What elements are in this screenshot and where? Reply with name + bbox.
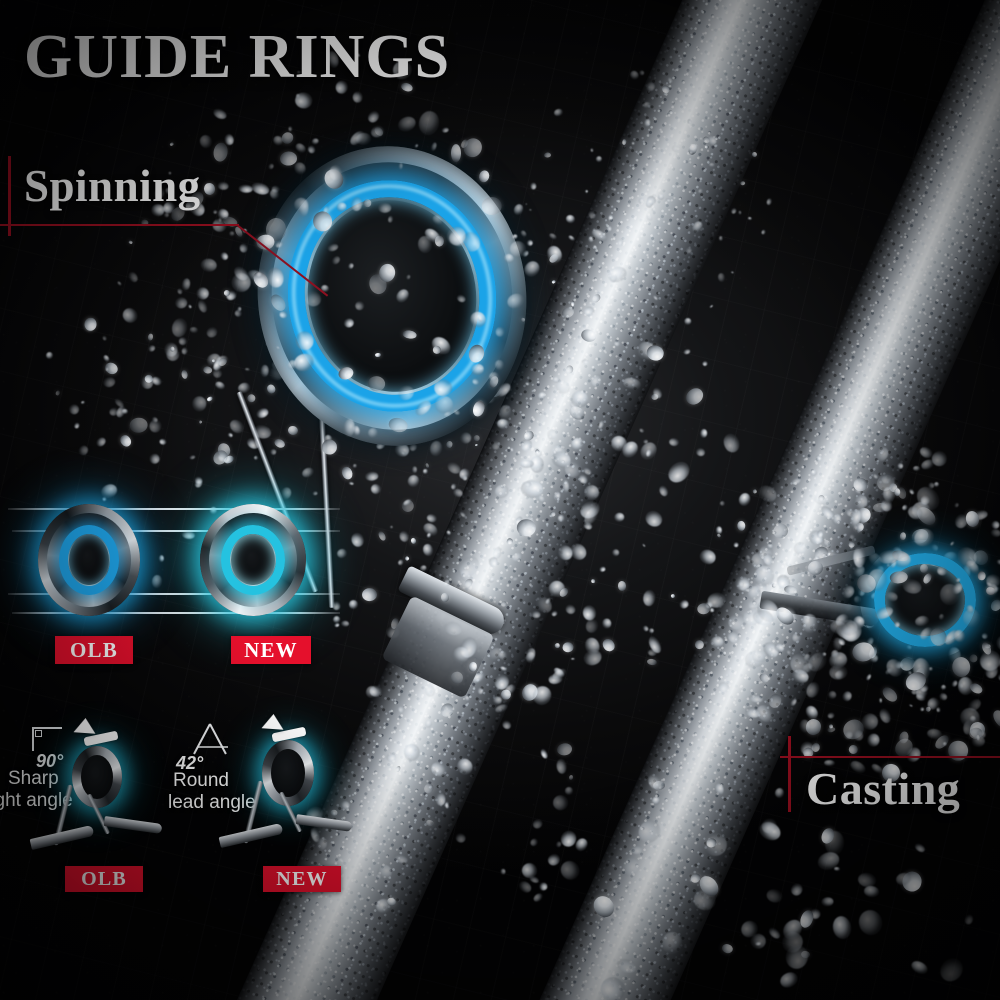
callout-casting: Casting (780, 736, 1000, 826)
acute-angle-icon-side-a (193, 723, 211, 755)
mini-guide-foot (103, 816, 163, 834)
ring-blue-insert (59, 525, 119, 595)
acute-angle-icon-side-b (209, 723, 227, 755)
comparison-ring-olb (38, 504, 140, 616)
mini-guide-bore (81, 755, 113, 799)
right-angle-icon-horizontal (32, 727, 62, 729)
casting-blue-insert (874, 553, 976, 647)
mini-guide-bore (271, 749, 305, 797)
casting-guide-ring (860, 540, 990, 660)
angle-caption-olb-line1: Sharp (8, 768, 59, 789)
angle-comparison-panel: 90° Sharp right angle (0, 713, 353, 874)
callout-casting-vertical-bar (788, 736, 791, 812)
callout-casting-label: Casting (806, 763, 961, 814)
arrow-head (73, 717, 97, 734)
acute-angle-icon (192, 722, 238, 755)
badge-new-ring: NEW (231, 636, 311, 664)
angle-caption-new-line1: Round (173, 770, 229, 791)
mini-guide-foot (295, 814, 353, 832)
badge-olb-angle: OLB (65, 866, 143, 892)
ring-blue-insert (221, 525, 285, 595)
page-title: GUIDE RINGS (24, 23, 451, 91)
callout-spinning-label: Spinning (24, 161, 201, 211)
spinning-guide-ring (238, 128, 546, 464)
comparison-ring-new (200, 504, 306, 616)
callout-spinning: Spinning (0, 152, 329, 297)
arrow-head (261, 713, 285, 730)
right-angle-icon (32, 727, 62, 751)
badge-new-angle: NEW (263, 866, 341, 892)
badge-olb-ring: OLB (55, 636, 133, 664)
angle-caption-new-line2: lead angle (168, 792, 256, 813)
acute-angle-icon-base (198, 746, 228, 748)
right-angle-icon-corner (35, 730, 42, 737)
right-angle-icon-vertical (32, 727, 34, 751)
callout-spinning-underline (0, 224, 239, 226)
